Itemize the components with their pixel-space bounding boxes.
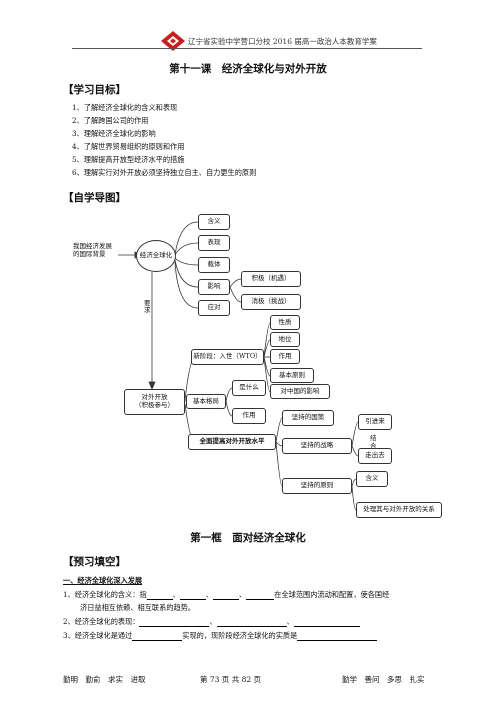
blank-input[interactable] (246, 591, 275, 600)
stage-improve: 全面提高对外开放水平 (188, 434, 276, 450)
goal-item: 2、了解跨国公司的作用 (72, 116, 149, 125)
basic-role: 作用 (232, 408, 266, 424)
blank-input[interactable] (293, 618, 360, 627)
principle-node: 坚持的原则 (282, 478, 352, 494)
wto-impact: 对中国的影响 (270, 384, 330, 399)
header-divider (72, 48, 422, 49)
branch-influence: 影响 (198, 279, 230, 295)
blank-input[interactable] (139, 618, 210, 627)
center-node: 经济全球化 (136, 240, 176, 272)
blank-input[interactable] (179, 591, 206, 600)
branch-carrier: 载体 (198, 257, 230, 273)
branch-meaning: 含义 (198, 214, 230, 230)
combine-label: 结 合 (370, 434, 377, 451)
frame-title: 第一框 面对经济全球化 (190, 532, 306, 544)
blank-input[interactable] (146, 591, 173, 600)
goal-item: 4、了解世界贸易组织的原则和作用 (72, 142, 185, 151)
principle-relation: 处理其与对外开放的关系 (356, 502, 442, 518)
branch-response: 应对 (198, 300, 230, 316)
blank-input[interactable] (132, 632, 183, 641)
blank-input[interactable] (213, 591, 240, 600)
strategy-node: 坚持的战略 (282, 438, 352, 454)
strategy-bring-in: 引进来 (358, 414, 392, 430)
background-label: 我国经济发展 的国际背景 (73, 242, 112, 259)
stage-wto: 新阶段：入世（WTO） (191, 349, 264, 365)
question-3: 3、经济全球化是通过实现的，现阶段经济全球化的实质是 (63, 631, 378, 641)
blank-input[interactable] (216, 618, 287, 627)
wto-status: 地位 (270, 332, 300, 347)
wto-role: 作用 (270, 349, 300, 364)
goal-item: 1、了解经济全球化的含义和表现 (72, 103, 178, 112)
footer-page-number: 第 73 页 共 82 页 (200, 675, 262, 684)
guide-heading: 【自学导图】 (63, 192, 126, 204)
branch-manifestation: 表现 (198, 235, 230, 251)
preview-heading: 【预习填空】 (63, 556, 126, 568)
footer-left-motto: 勤明 勤俞 求实 进取 (63, 675, 146, 684)
basic-what: 是什么 (232, 380, 266, 396)
lesson-title: 第十一课 经济全球化与对外开放 (169, 63, 327, 75)
preview-subheading: 一、经济全球化深入发展 (63, 576, 143, 585)
effect-positive: 积极（机遇） (241, 271, 301, 287)
wto-nature: 性质 (270, 315, 300, 330)
blank-input[interactable] (297, 632, 378, 641)
principle-meaning: 含义 (356, 471, 388, 487)
wto-principles: 基本原则 (270, 368, 314, 383)
goal-item: 3、理解经济全球化的影响 (72, 129, 156, 138)
stage-basic: 基本格局 (186, 394, 226, 409)
policy-node: 坚持的国策 (282, 410, 334, 426)
open-node: 对外开放 （积极参与） (124, 389, 185, 415)
effect-negative: 消极（挑战） (241, 294, 301, 310)
footer-right-motto: 勤学 善问 多思 扎实 (342, 675, 425, 684)
goal-item: 6、理解实行对外开放必须坚持独立自主、自力更生的原则 (72, 168, 257, 177)
question-1: 1、经济全球化的含义：指、、、在全球范围内流动和配置，使各国经 (63, 590, 390, 600)
header-school-name: 辽宁省实验中学营口分校 2016 届高一政治人本教育学案 (188, 37, 377, 46)
goal-item: 5、理解提高开放型经济水平的措施 (72, 155, 185, 164)
question-1-cont: 济日益相互依赖、相互联系的趋势。 (80, 603, 196, 612)
question-2: 2、经济全球化的表现：、、 (63, 617, 360, 627)
requirement-label: 要 求 (144, 299, 151, 314)
goals-heading: 【学习目标】 (63, 84, 126, 96)
strategy-go-out: 走出去 (358, 448, 392, 464)
school-logo-icon (161, 31, 185, 51)
